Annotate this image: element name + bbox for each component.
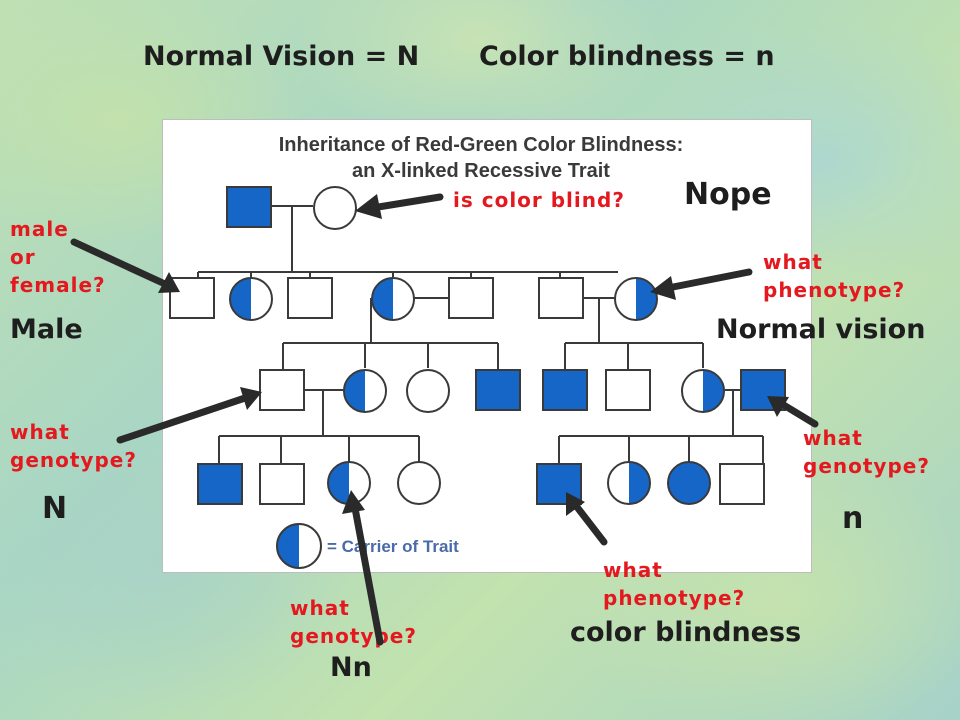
answer-genotype-bottom: Nn <box>330 652 372 683</box>
answer-phenotype-top: Normal vision <box>716 314 926 345</box>
answer-is-color-blind: Nope <box>684 177 772 212</box>
gen3-affected-male-1 <box>475 369 521 411</box>
gen3-affected-male-questioned <box>740 369 786 411</box>
question-male-or-female: male or female? <box>10 217 106 297</box>
question-genotype-left: what genotype? <box>10 420 137 472</box>
gen4-affected-male-questioned <box>536 463 582 505</box>
gen2-normal-male-3 <box>538 277 584 319</box>
gen2-carrier-female-questioned <box>614 277 658 321</box>
gen3-carrier-female-2 <box>681 369 725 413</box>
question-is-color-blind: is color blind? <box>453 188 625 212</box>
legend-normal-vision: Normal Vision = N <box>143 41 420 72</box>
gen1-female-questioned <box>313 186 357 230</box>
figure-title: Inheritance of Red-Green Color Blindness… <box>278 134 684 182</box>
gen3-normal-female <box>406 369 450 413</box>
gen4-carrier-female <box>607 461 651 505</box>
gen1-affected-male <box>226 186 272 228</box>
gen4-affected-male-1 <box>197 463 243 505</box>
legend-carrier-label: = Carrier of Trait <box>327 537 459 556</box>
legend-carrier-symbol <box>276 523 322 569</box>
question-genotype-right: what genotype? <box>803 426 930 478</box>
gen4-affected-female <box>667 461 711 505</box>
gen2-carrier-female-2 <box>371 277 415 321</box>
answer-genotype-left: N <box>42 491 68 526</box>
gen2-normal-male-1 <box>287 277 333 319</box>
gen4-normal-male-2 <box>719 463 765 505</box>
gen3-carrier-female-1 <box>343 369 387 413</box>
legend-color-blindness: Color blindness = n <box>479 41 775 72</box>
question-genotype-bottom: what genotype? <box>290 596 417 648</box>
gen3-male-questioned <box>259 369 305 411</box>
gen2-male-questioned <box>169 277 215 319</box>
gen4-normal-female <box>397 461 441 505</box>
question-phenotype-top: what phenotype? <box>763 250 906 302</box>
answer-male-or-female: Male <box>10 314 83 345</box>
question-phenotype-bottom: what phenotype? <box>603 558 746 610</box>
gen2-carrier-female-1 <box>229 277 273 321</box>
answer-genotype-right: n <box>842 501 864 536</box>
gen4-carrier-female-questioned <box>327 461 371 505</box>
gen2-normal-male-2 <box>448 277 494 319</box>
gen3-normal-male <box>605 369 651 411</box>
gen3-affected-male-2 <box>542 369 588 411</box>
gen4-normal-male-1 <box>259 463 305 505</box>
answer-phenotype-bottom: color blindness <box>570 617 802 648</box>
